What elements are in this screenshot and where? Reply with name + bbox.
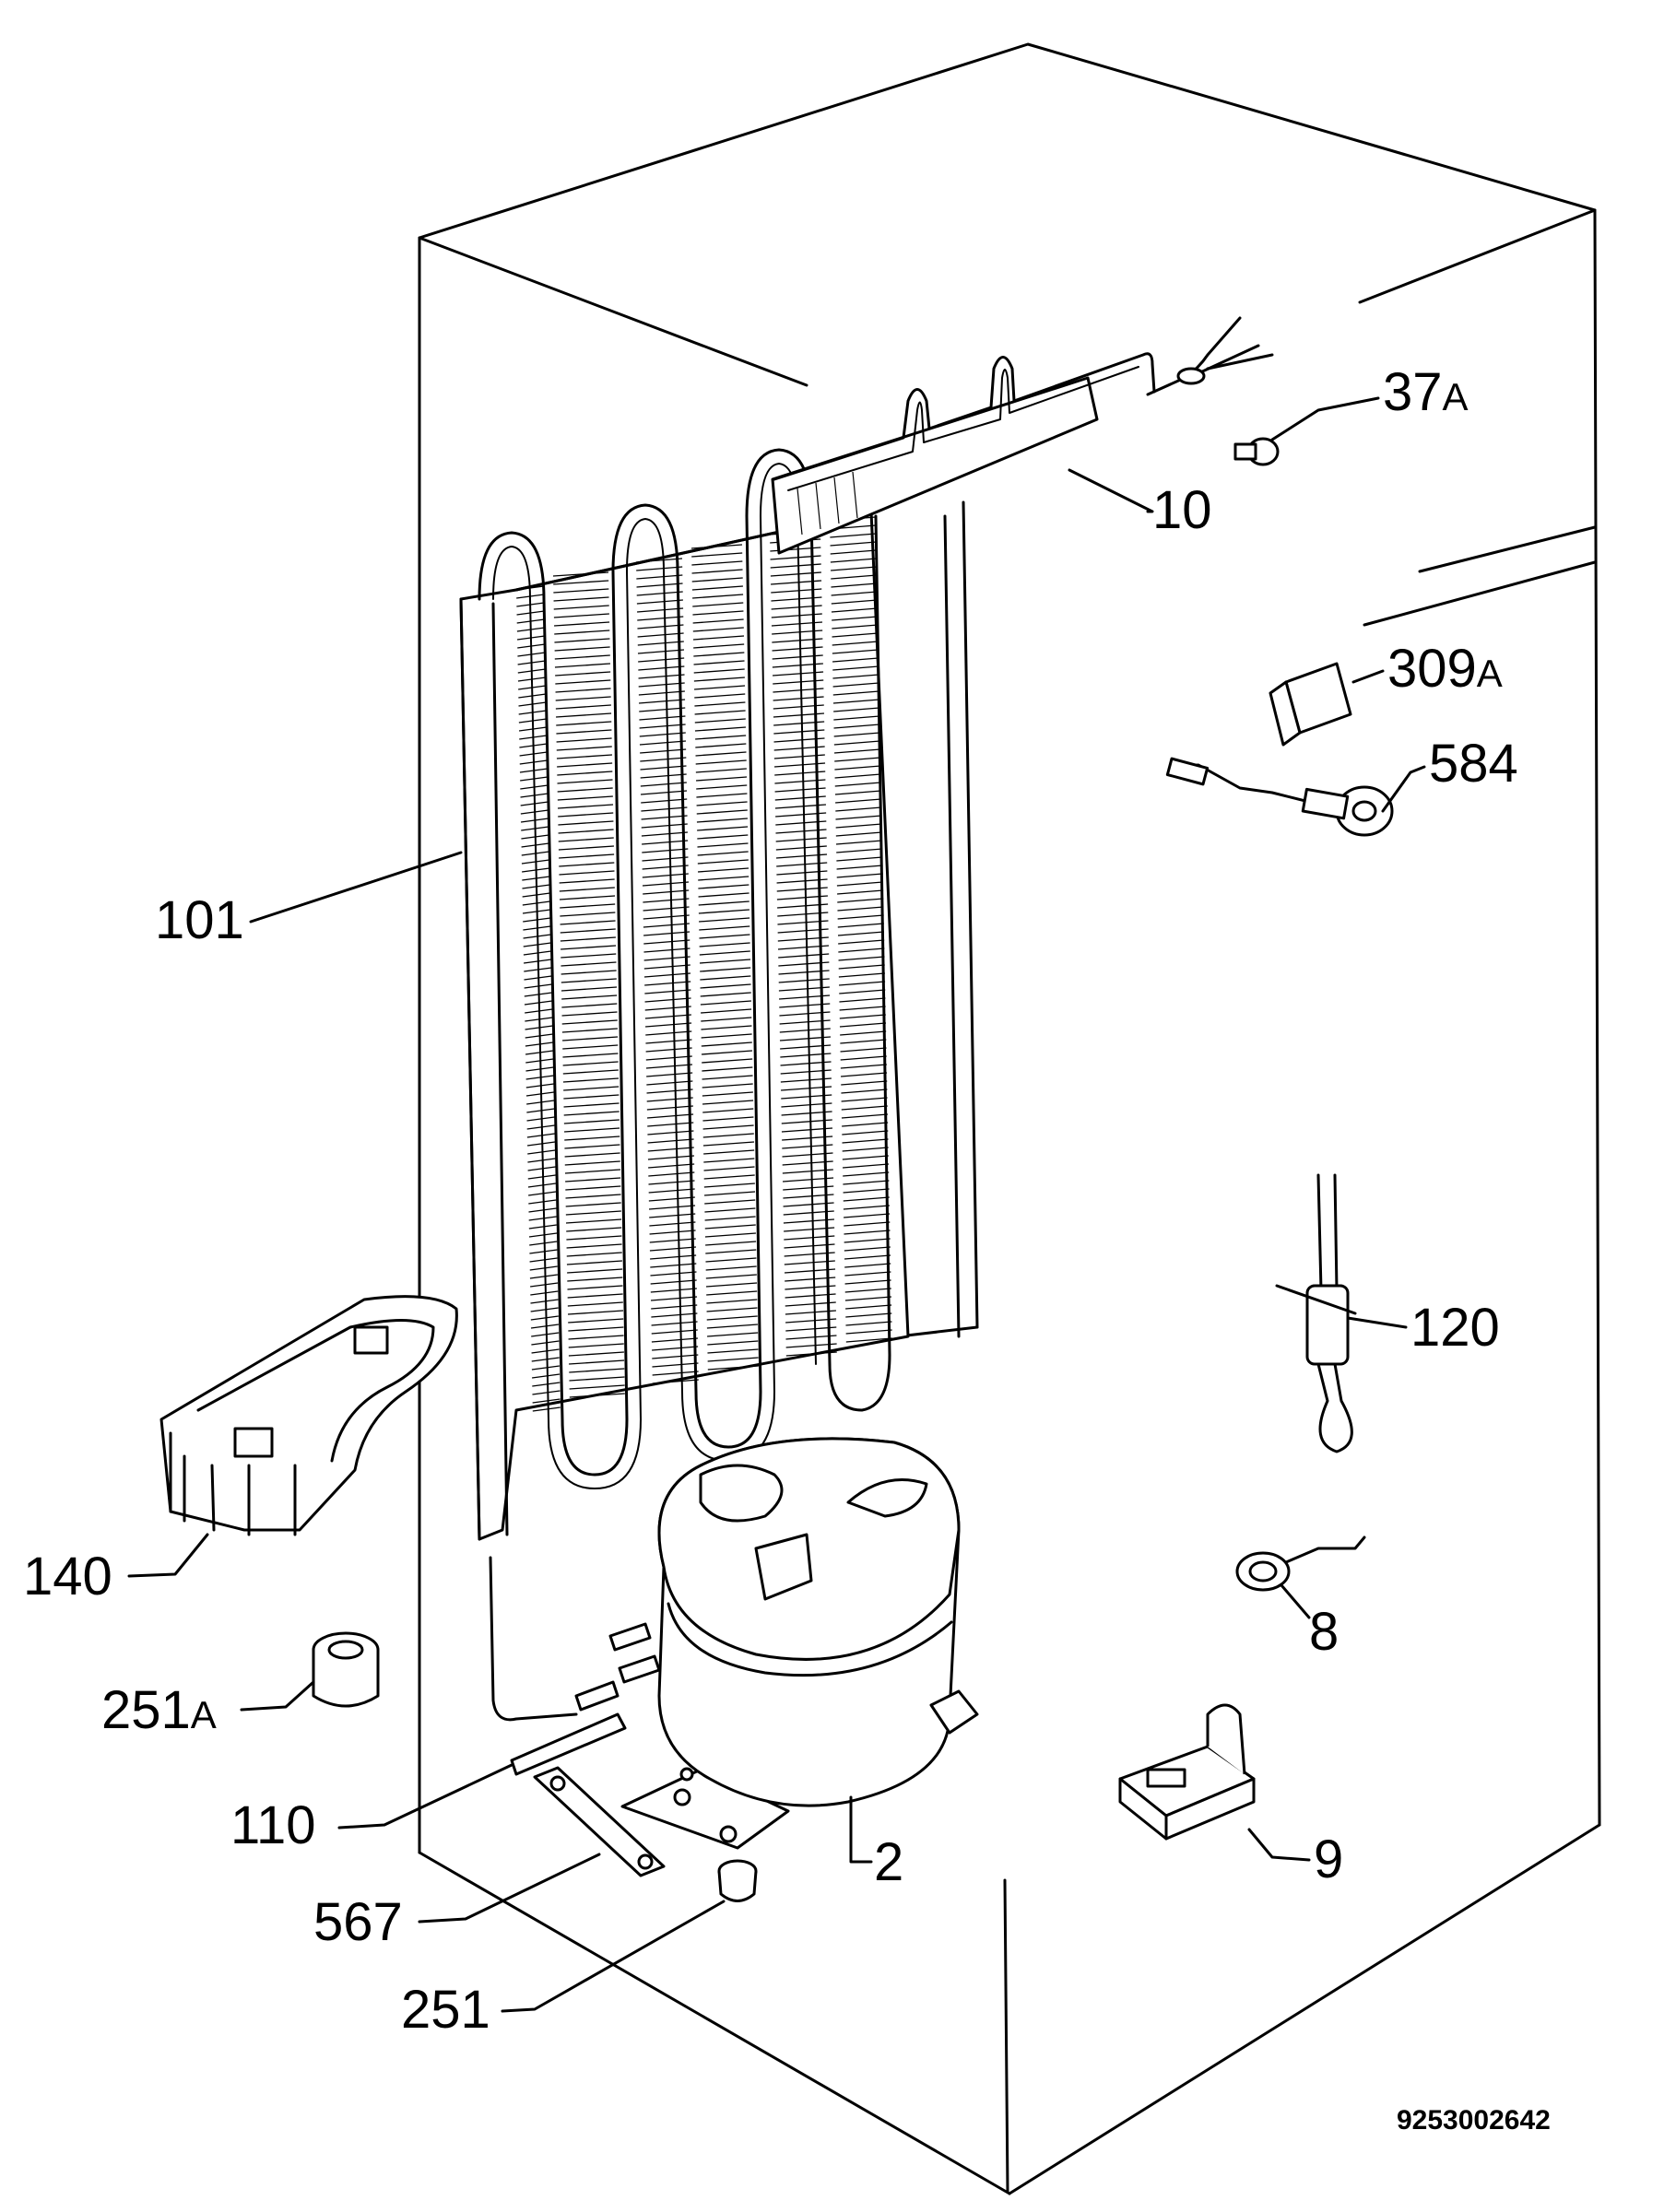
- plug-cap-part: [1233, 437, 1280, 466]
- drip-tray: [159, 1295, 458, 1536]
- label-309a: 309A: [1387, 639, 1503, 699]
- label-9: 9: [1314, 1830, 1343, 1889]
- compressor: [620, 1437, 979, 1850]
- label-8: 8: [1309, 1602, 1339, 1662]
- label-567: 567: [313, 1892, 403, 1952]
- condenser-fins: [515, 516, 892, 1412]
- thermostat-part: [1275, 1173, 1357, 1453]
- drier-filter-tube: [771, 316, 1274, 555]
- label-251: 251: [401, 1980, 490, 2040]
- label-110: 110: [230, 1795, 315, 1855]
- leader-lines: [127, 396, 1426, 2013]
- label-584: 584: [1429, 734, 1518, 794]
- drawing-code: 9253002642: [1397, 2105, 1551, 2136]
- pipe-part: [510, 1622, 661, 1776]
- label-251a: 251A: [101, 1680, 217, 1740]
- label-37a: 37A: [1383, 362, 1469, 422]
- label-140: 140: [23, 1547, 112, 1606]
- cabinet-outline: [418, 42, 1601, 2195]
- condenser: [459, 448, 910, 1722]
- cover-part: [1269, 662, 1352, 747]
- bracket-part: [1118, 1703, 1256, 1841]
- sleeve-part: [312, 1631, 380, 1708]
- mounting-strap: [533, 1766, 666, 1877]
- part-labels: 37A 10 309A 584 101 120 140 8 251A 110 2…: [23, 362, 1518, 2040]
- sensor-part: [1165, 757, 1394, 837]
- label-120: 120: [1410, 1298, 1500, 1358]
- label-101: 101: [155, 890, 244, 950]
- label-10: 10: [1152, 480, 1212, 540]
- rubber-foot: [717, 1859, 758, 1902]
- label-2: 2: [874, 1832, 903, 1892]
- grommet-part: [1235, 1535, 1366, 1592]
